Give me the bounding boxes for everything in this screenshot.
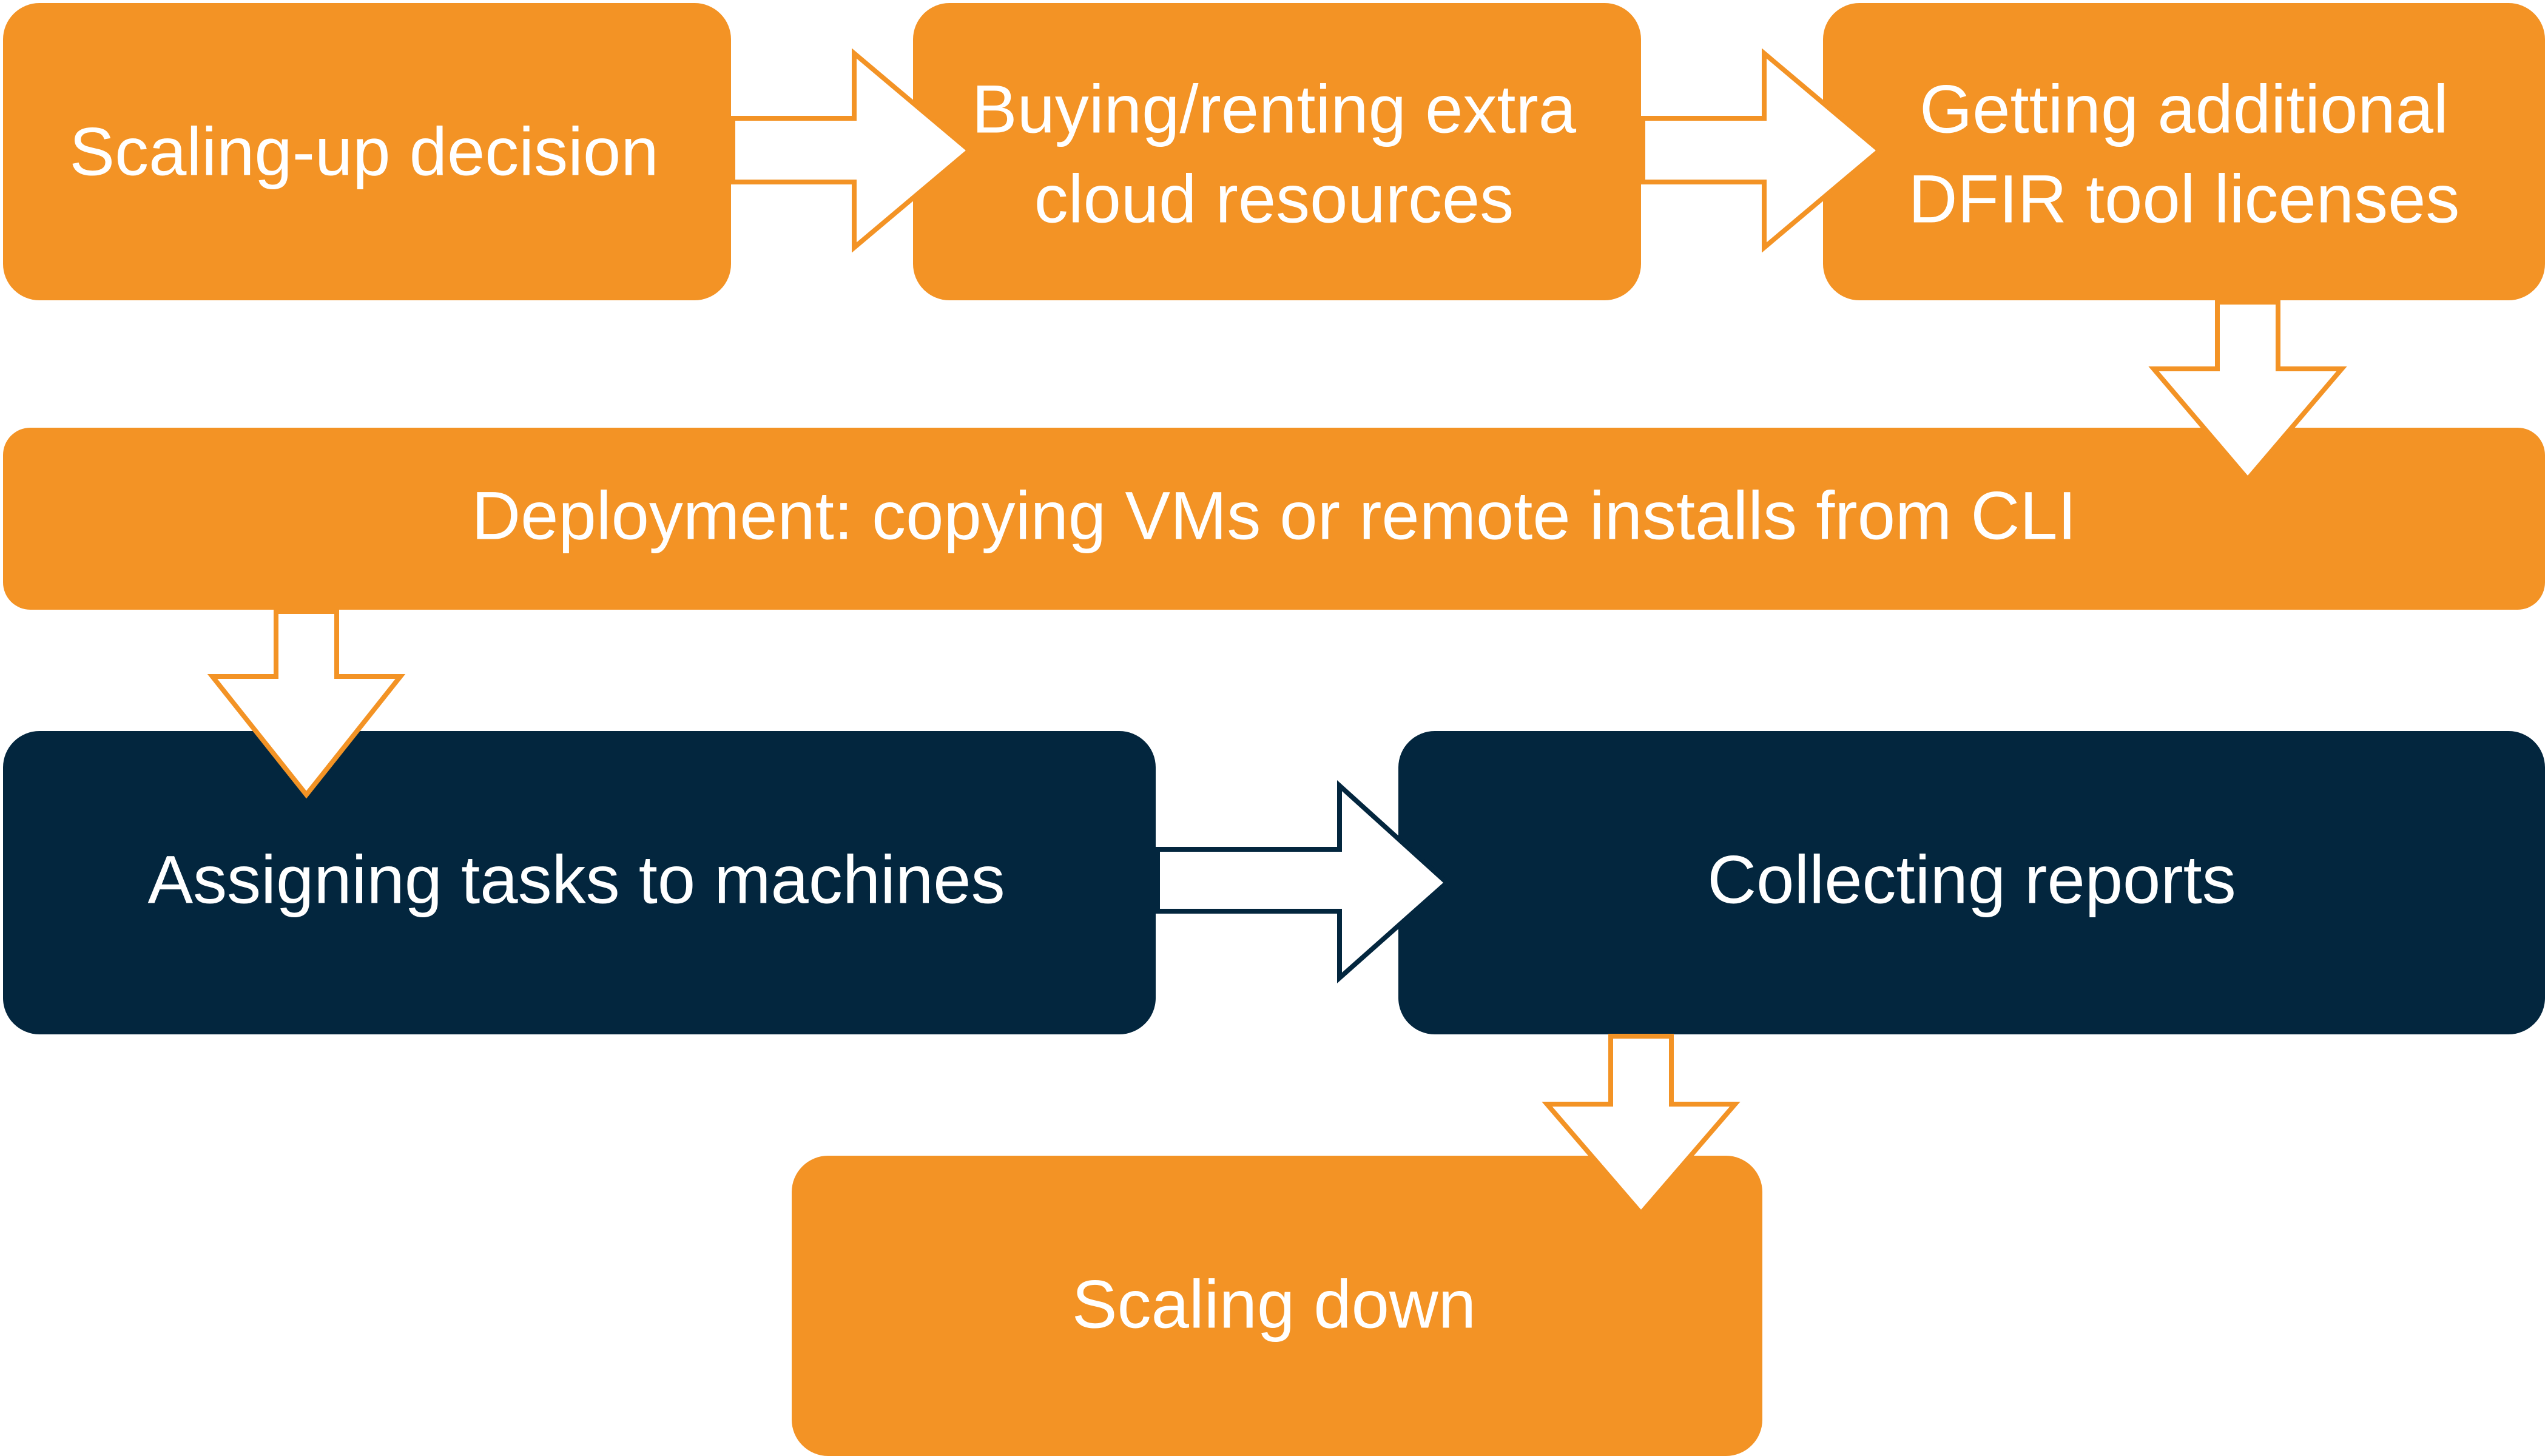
node-collecting-reports (1398, 731, 2545, 1034)
node-deployment (3, 428, 2545, 610)
arrow-right-icon (1155, 780, 1451, 983)
node-label: Collecting reports (1707, 842, 2236, 918)
node-label: DFIR tool licenses (1909, 161, 2460, 237)
node-assigning-tasks (3, 731, 1156, 1034)
arrow-right-icon (730, 48, 974, 253)
node-label: Assigning tasks to machines (147, 842, 1005, 918)
node-label: Getting additional (1919, 72, 2449, 147)
node-scaling-up-decision (3, 3, 731, 300)
node-label: Scaling down (1072, 1267, 1476, 1343)
arrow-down-icon (1542, 1034, 1741, 1218)
node-label: Buying/renting extra (972, 72, 1577, 147)
node-label: Deployment: copying VMs or remote instal… (471, 478, 2076, 554)
node-getting-licenses (1823, 3, 2545, 300)
node-label: cloud resources (1034, 161, 1514, 237)
arrow-down-icon (2148, 300, 2347, 484)
arrow-down-icon (207, 609, 406, 799)
node-scaling-down (792, 1156, 1762, 1456)
arrow-right-icon (1640, 48, 1884, 253)
node-label: Scaling-up decision (69, 114, 658, 190)
node-buying-renting-resources (913, 3, 1641, 300)
